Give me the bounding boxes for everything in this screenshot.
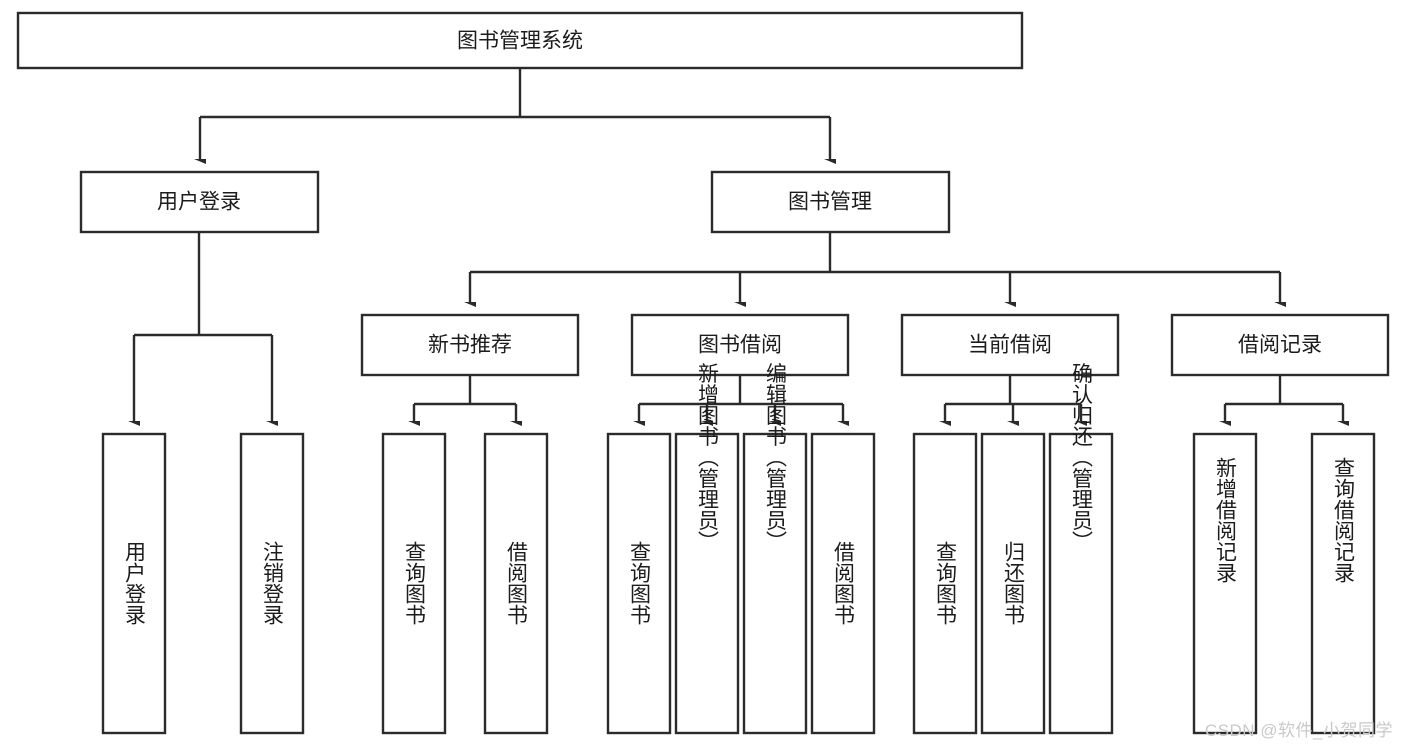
node-borrow-record[interactable]: 借阅记录 — [1170, 313, 1390, 377]
leaf-user-login-label: 用户登录 — [123, 541, 147, 625]
leaf-borrow-book-2[interactable]: 借阅图书 — [810, 432, 876, 735]
leaf-add-record[interactable]: 新增借阅记录 — [1192, 432, 1258, 735]
node-book-manage-label: 图书管理 — [788, 191, 872, 214]
leaf-query-record[interactable]: 查询借阅记录 — [1310, 432, 1376, 735]
node-current-borrow-label: 当前借阅 — [968, 334, 1052, 357]
leaf-user-login[interactable]: 用户登录 — [101, 432, 167, 735]
leaf-query-book-1-label: 查询图书 — [403, 541, 427, 625]
node-new-book-recommend-label: 新书推荐 — [428, 334, 512, 357]
leaf-borrow-book-1[interactable]: 借阅图书 — [483, 432, 549, 735]
node-new-book-recommend[interactable]: 新书推荐 — [360, 313, 580, 377]
leaf-add-record-label: 新增借阅记录 — [1214, 457, 1238, 583]
leaf-borrow-book-2-label: 借阅图书 — [832, 541, 856, 625]
leaf-add-book[interactable]: 新增图书（管理员） — [674, 363, 740, 735]
node-book-manage[interactable]: 图书管理 — [710, 170, 951, 234]
node-book-borrow[interactable]: 图书借阅 — [630, 313, 850, 377]
leaf-return-book[interactable]: 归还图书 — [980, 432, 1046, 735]
leaf-edit-book-label: 编辑图书（管理员） — [764, 363, 788, 552]
leaf-confirm-return[interactable]: 确认归还（管理员） — [1048, 363, 1114, 735]
node-user-login[interactable]: 用户登录 — [79, 170, 320, 234]
leaf-logout-login[interactable]: 注销登录 — [239, 432, 305, 735]
leaf-query-book-2-label: 查询图书 — [628, 541, 652, 625]
node-root[interactable]: 图书管理系统 — [16, 11, 1024, 70]
node-user-login-label: 用户登录 — [157, 191, 241, 214]
leaf-add-book-label: 新增图书（管理员） — [696, 363, 720, 552]
leaf-edit-book[interactable]: 编辑图书（管理员） — [742, 363, 808, 735]
node-current-borrow[interactable]: 当前借阅 — [900, 313, 1120, 377]
node-root-label: 图书管理系统 — [457, 30, 583, 53]
leaf-logout-login-label: 注销登录 — [261, 541, 285, 625]
leaf-borrow-book-1-label: 借阅图书 — [505, 541, 529, 625]
node-borrow-record-label: 借阅记录 — [1238, 334, 1322, 357]
leaf-return-book-label: 归还图书 — [1002, 541, 1026, 625]
leaf-query-book-3-label: 查询图书 — [934, 541, 958, 625]
leaf-query-record-label: 查询借阅记录 — [1332, 457, 1356, 583]
leaf-confirm-return-label: 确认归还（管理员） — [1070, 363, 1094, 552]
leaf-query-book-3[interactable]: 查询图书 — [912, 432, 978, 735]
leaf-query-book-2[interactable]: 查询图书 — [606, 432, 672, 735]
leaf-query-book-1[interactable]: 查询图书 — [381, 432, 447, 735]
node-book-borrow-label: 图书借阅 — [698, 334, 782, 357]
